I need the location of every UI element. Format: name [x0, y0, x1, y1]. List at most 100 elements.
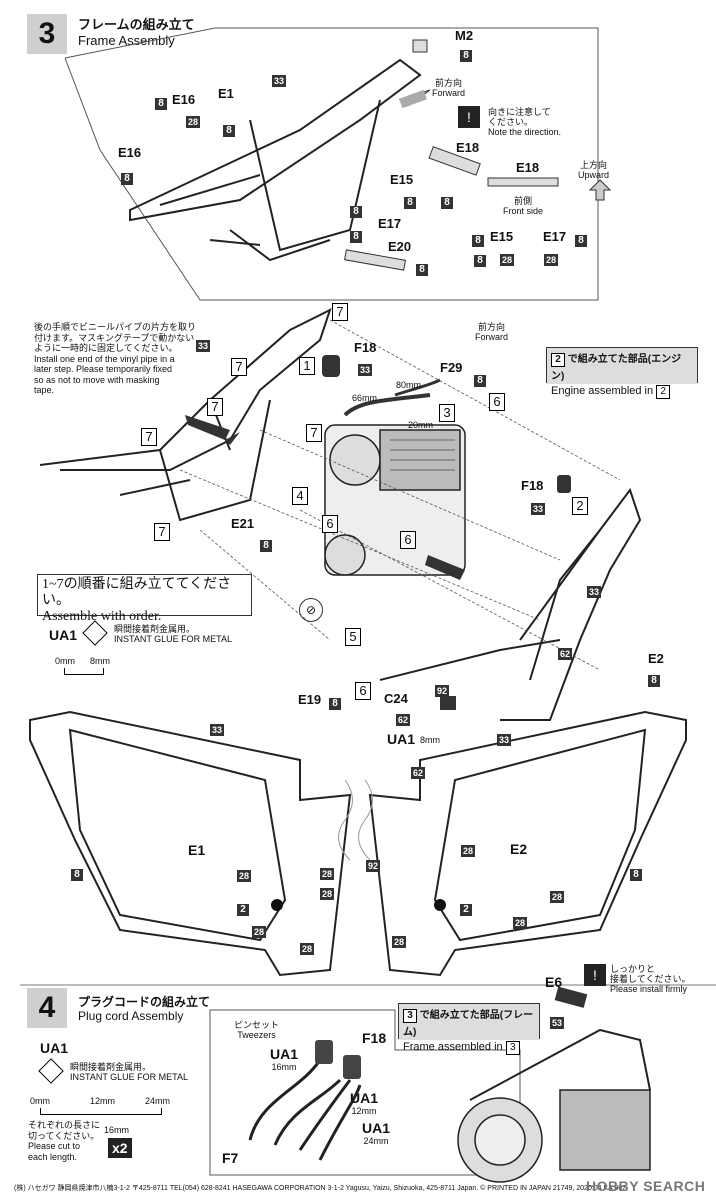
part-number-8: 8 [416, 259, 428, 277]
part-label-e16: E16 [118, 145, 142, 160]
part-badge: 8 [630, 869, 642, 881]
instr-jp-1: 後の手順でビニールパイプの片方を取り [34, 322, 197, 332]
part-number-8: 8 [121, 168, 133, 186]
part-number-8: 8 [329, 693, 341, 711]
part-label-e17: E17 [378, 216, 402, 231]
part-number-8: 8 [223, 120, 235, 138]
ua1-16-label: UA1 16mm [270, 1046, 298, 1072]
order-en: Assemble with order. [42, 609, 162, 624]
part-number-28: 28 [500, 250, 515, 268]
part-number-62: 62 [411, 763, 426, 781]
part-number-33: 33 [272, 71, 287, 89]
part-number-8: 8 [630, 864, 642, 882]
c24-part-icon [440, 696, 456, 710]
frame-en: Frame assembled in [403, 1041, 503, 1053]
part-label-e1: E1 [218, 86, 234, 101]
part-badge: 8 [441, 197, 453, 209]
part-badge: 33 [358, 364, 373, 376]
instr-en-3: so as not to move with masking [34, 374, 160, 385]
part-number-28: 28 [544, 250, 559, 268]
part-badge: 33 [272, 75, 287, 87]
step-box-6: 6 [322, 515, 338, 533]
part-badge: 8 [350, 206, 362, 218]
vinyl-pipe-instruction: 後の手順でビニールパイプの片方を取り 付けます。マスキングテープで動かない よう… [34, 322, 204, 396]
cut-jp-1: それぞれの長さに [28, 1120, 101, 1130]
part-label-f7: F7 [222, 1150, 239, 1166]
part-number-8: 8 [350, 226, 362, 244]
part-label-e19: E19 [298, 692, 322, 707]
step-ref-box: 3 [403, 1009, 417, 1023]
part-badge: 28 [392, 936, 407, 948]
part-number-2: 2 [237, 899, 249, 917]
part-badge: 53 [550, 1017, 565, 1029]
step-3-title-jp: フレームの組み立て [78, 17, 195, 32]
part-label-f18: F18 [354, 340, 377, 355]
note-en: Note the direction. [488, 127, 562, 137]
note-jp-2: ください。 [488, 117, 534, 127]
part-badge: 8 [71, 869, 83, 881]
part-number-8: 8 [474, 370, 486, 388]
frame-label-e2: E2 [510, 841, 528, 857]
step-3-number: 3 [27, 14, 67, 54]
tweezers-en: Tweezers [237, 1030, 276, 1040]
glue-en: INSTANT GLUE FOR METAL [114, 634, 233, 644]
part-number-2: 2 [460, 899, 472, 917]
cut-en-2: each length. [28, 1151, 78, 1162]
instr-en-1: Install one end of the vinyl pipe in a [34, 353, 175, 364]
ua1-12-label: UA1 12mm [350, 1090, 378, 1116]
glue-en: INSTANT GLUE FOR METAL [70, 1072, 189, 1082]
step4-glue-description: 瞬間接着剤金属用。 INSTANT GLUE FOR METAL [70, 1062, 188, 1082]
part-number-28: 28 [237, 866, 252, 884]
part-badge: 8 [329, 698, 341, 710]
step-box-6: 6 [400, 531, 416, 549]
part-badge: 8 [474, 375, 486, 387]
instr-jp-2: 付けます。マスキングテープで動かない [34, 332, 195, 343]
part-label-f18-right: F18 [521, 478, 544, 493]
scale-24mm: 24mm [145, 1096, 171, 1106]
step-box-6: 6 [355, 682, 371, 700]
part-badge: 28 [237, 870, 252, 882]
step-ref-box: 2 [551, 353, 565, 367]
part-badge: 28 [461, 845, 476, 857]
part-badge: 33 [210, 724, 225, 736]
engine-assembled-callout: 2 で組み立てた部品(エンジン) Engine assembled in 2 [546, 347, 698, 399]
part-label-e20: E20 [388, 239, 412, 254]
part-number-28: 28 [392, 932, 407, 950]
install-en: Please install firmly [610, 984, 688, 994]
part-number-28: 28 [461, 841, 476, 859]
part-badge: 8 [474, 255, 486, 267]
step-box-5: 5 [345, 628, 361, 646]
part-number-62: 62 [396, 710, 411, 728]
part-badge: 8 [575, 235, 587, 247]
part-number-8: 8 [575, 230, 587, 248]
tweezers-jp: ピンセット [234, 1020, 280, 1030]
part-number-8: 8 [155, 93, 167, 111]
part-number-28: 28 [513, 913, 528, 931]
step-box-7: 7 [207, 398, 223, 416]
direction-note: 向きに注意して ください。 Note the direction. [488, 107, 561, 137]
instr-jp-3: ように一時的に固定してください。 [34, 343, 178, 353]
ua1-length: 16mm [271, 1062, 297, 1072]
part-badge: 33 [531, 503, 546, 515]
step4-ua1-label: UA1 [40, 1040, 69, 1056]
step-box-2: 2 [572, 497, 588, 515]
part-badge: 2 [460, 904, 472, 916]
pipe-length-80: 80mm [396, 380, 422, 390]
glue-jp: 瞬間接着剤金属用。 [70, 1062, 152, 1072]
step-box-7: 7 [306, 424, 322, 442]
part-badge: 8 [460, 50, 472, 62]
cut-en-1: Please cut to [28, 1141, 81, 1151]
install-jp-2: 接着してください。 [610, 974, 691, 984]
quantity-x2: x2 [108, 1138, 132, 1158]
scale-12mm: 12mm [90, 1096, 116, 1106]
part-label-e18-detail: E18 [516, 160, 540, 175]
assembly-order-note: 1~7の順番に組み立ててください。 Assemble with order. [37, 574, 252, 624]
part-number-8: 8 [472, 230, 484, 248]
part-number-33: 33 [531, 499, 546, 517]
part-label-f29: F29 [440, 360, 463, 375]
part-badge: 8 [416, 264, 428, 276]
part-number-8: 8 [350, 201, 362, 219]
ua1-24-label: UA1 24mm [362, 1120, 390, 1146]
frame-assembled-callout: 3 で組み立てた部品(フレーム) Frame assembled in 3 [398, 1003, 540, 1055]
frame-label-e1: E1 [188, 842, 206, 858]
